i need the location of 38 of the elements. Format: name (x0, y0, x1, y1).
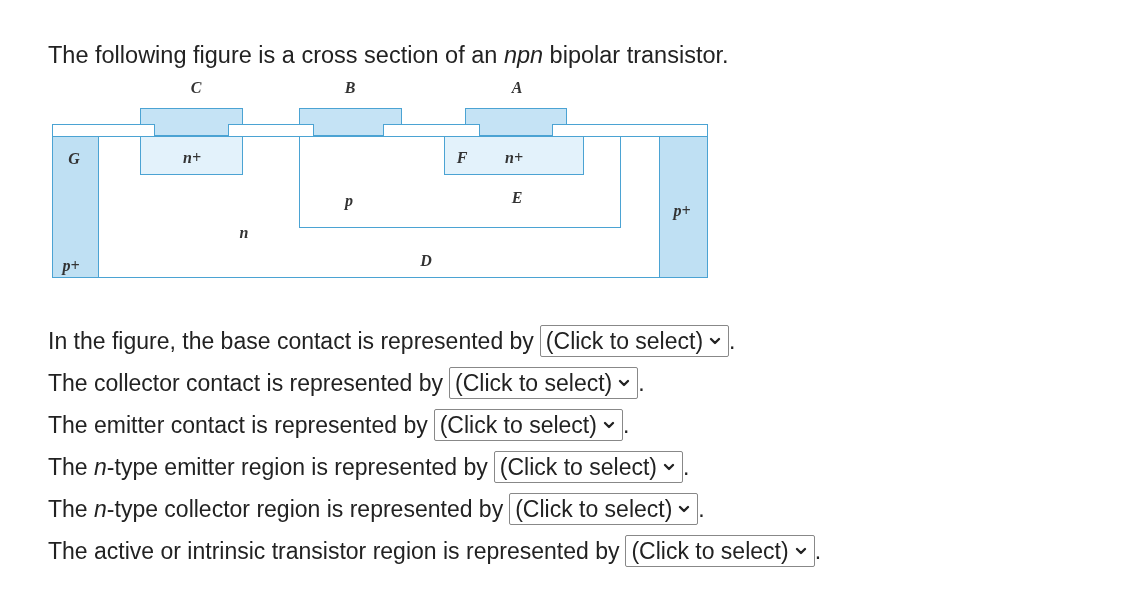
p-plus-region (52, 136, 99, 278)
question-text: The active or intrinsic transistor region is represented by (48, 536, 620, 566)
region-label: p (345, 191, 353, 212)
n-plus-region (140, 136, 243, 175)
question-text: The emitter contact is represented by (48, 410, 428, 440)
region-label: n (239, 223, 249, 243)
region-label: D (420, 251, 432, 271)
period: . (698, 494, 705, 524)
dropdown-select: (Click to select) (449, 367, 639, 399)
p-plus-region (659, 136, 708, 278)
dropdown-select: (Click to select) (625, 535, 815, 567)
dropdown-select: (Click to select) (493, 451, 683, 483)
dropdown-select: (Click to select) (539, 325, 730, 357)
period: . (729, 326, 736, 356)
region-label: G (68, 149, 80, 169)
region-label: F (456, 148, 468, 168)
question-text: The n-type collector region is represented by (48, 494, 504, 524)
n-region (52, 136, 708, 278)
period: . (622, 410, 630, 440)
question-text: The n-type emitter region is represented by (48, 452, 488, 482)
region-label: E (511, 188, 523, 208)
period: . (814, 536, 821, 566)
contact-label: B (344, 78, 356, 98)
question-text: In the figure, the base contact is represented by (48, 326, 534, 356)
region-label: p+ (62, 256, 80, 277)
p-region (299, 136, 621, 228)
dropdown-select: (Click to select) (433, 409, 623, 441)
dropdown-select: (Click to select) (509, 493, 699, 525)
contact-label: A (511, 78, 523, 98)
region-label: n+ (505, 148, 523, 168)
n-plus-region (444, 136, 584, 175)
period: . (638, 368, 645, 398)
question-title: The following figure is a cross section of an npn bipolar transistor. (48, 41, 729, 70)
region-label: n+ (183, 148, 201, 168)
period: . (683, 452, 690, 482)
contact-label: C (190, 78, 202, 98)
question-text: The collector contact is represented by (48, 368, 444, 398)
region-label: p+ (673, 201, 691, 222)
